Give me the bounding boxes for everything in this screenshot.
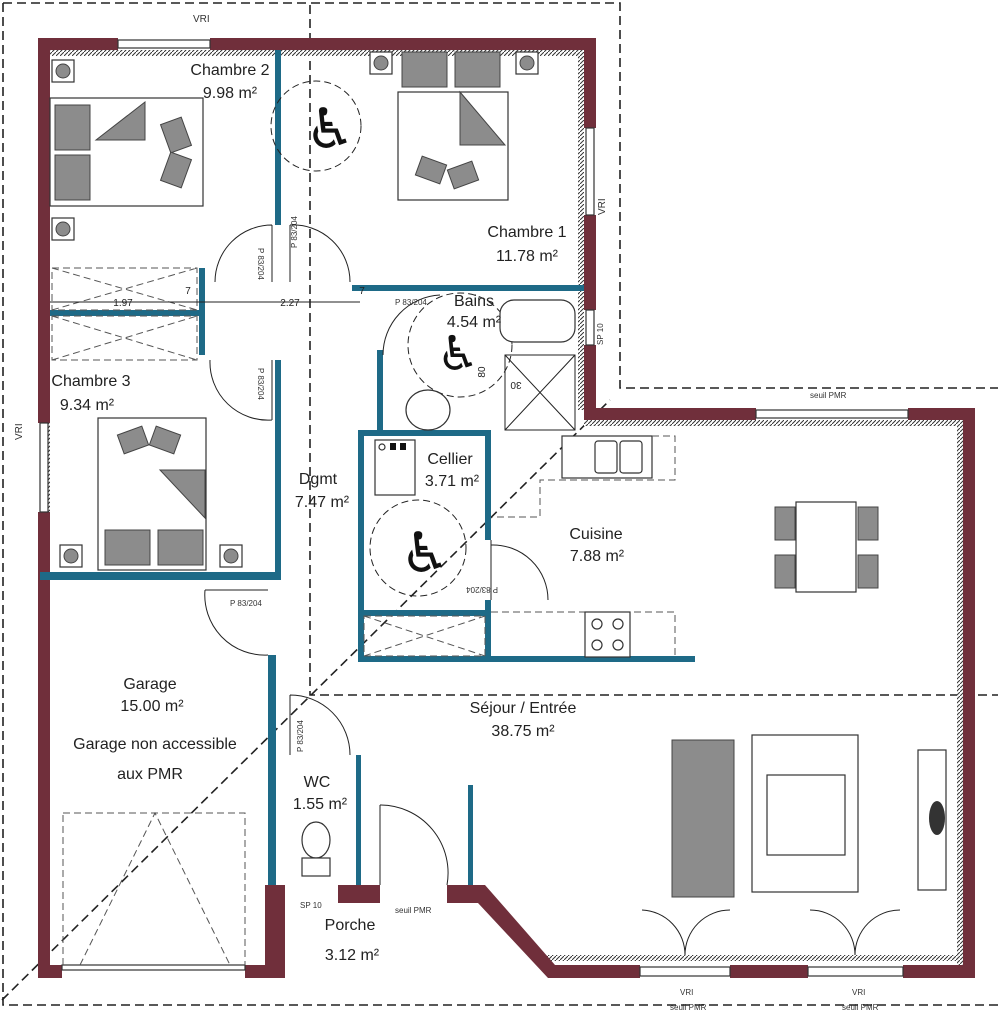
room-area: 3.12 m² — [325, 947, 380, 964]
threshold-label: seuil PMR — [810, 391, 847, 400]
wheelchair-icons: ♿ ♿ ♿ — [305, 97, 480, 586]
door-label: P 83/204 — [466, 585, 498, 594]
room-name: Cellier — [427, 451, 473, 468]
room-area: 4.54 m² — [447, 314, 502, 331]
accessibility-circles — [270, 80, 513, 597]
annotations: VRI VRI VRI VRI VRI seuil PMR seuil PMR … — [14, 14, 879, 1012]
room-area: 15.00 m² — [120, 698, 184, 715]
room-name: Garage — [123, 676, 176, 693]
window-label: VRI — [14, 423, 25, 440]
threshold-label: seuil PMR — [670, 1003, 707, 1012]
room-name: Chambre 2 — [190, 62, 269, 79]
room-name: Porche — [325, 917, 376, 934]
room-name: Bains — [454, 293, 494, 310]
garage-note: Garage non accessible — [73, 736, 237, 753]
room-labels: Chambre 2 9.98 m² Chambre 1 11.78 m² Cha… — [51, 62, 624, 964]
window-label: VRI — [597, 198, 608, 215]
room-area: 38.75 m² — [491, 723, 555, 740]
wheelchair-icon: ♿ — [400, 521, 450, 586]
vent-label: SP 10 — [300, 901, 322, 910]
bed-chambre-2 — [49, 97, 204, 207]
room-area: 1.55 m² — [293, 796, 348, 813]
room-name: Chambre 3 — [51, 373, 130, 390]
dim-hall-width: 2.27 — [280, 298, 300, 309]
dimension-lines: 1.97 2.27 7 7 80 30 — [50, 286, 522, 390]
door-label: P 83/204 — [296, 720, 305, 752]
window-label: VRI — [852, 988, 865, 997]
vent-label: SP 10 — [596, 323, 605, 345]
room-name: Dgmt — [299, 471, 338, 488]
threshold-label: seuil PMR — [842, 1003, 879, 1012]
furniture: ♿ ♿ ♿ — [49, 51, 947, 898]
room-area: 9.34 m² — [60, 397, 115, 414]
room-area: 7.47 m² — [295, 494, 350, 511]
room-name: Chambre 1 — [487, 224, 566, 241]
door-label: P 83/204 — [395, 298, 427, 307]
kitchen-fixtures — [374, 435, 879, 658]
room-name: WC — [304, 774, 331, 791]
wheelchair-icon: ♿ — [436, 326, 479, 382]
room-area: 3.71 m² — [425, 473, 480, 490]
room-area: 11.78 m² — [496, 248, 559, 265]
dim-shower-b: 30 — [510, 379, 522, 390]
wheelchair-icon: ♿ — [305, 97, 355, 162]
lamps — [51, 51, 539, 568]
exterior-walls — [38, 38, 975, 978]
dim-wall-a: 7 — [185, 286, 191, 297]
door-label: P 83/204 — [256, 248, 265, 280]
room-name: Séjour / Entrée — [470, 700, 577, 717]
window-label: VRI — [193, 14, 210, 25]
closets — [51, 267, 486, 966]
dim-closet-width: 1.97 — [113, 298, 133, 309]
interior-walls — [40, 50, 695, 885]
garage-note: aux PMR — [117, 766, 183, 783]
threshold-label: seuil PMR — [395, 906, 432, 915]
bathroom-fixtures — [301, 299, 576, 877]
room-area: 7.88 m² — [570, 548, 625, 565]
bed-chambre-1 — [397, 51, 509, 201]
dim-shower-a: 80 — [477, 366, 488, 378]
room-name: Cuisine — [569, 526, 622, 543]
doors — [204, 224, 901, 956]
living-furniture — [671, 734, 947, 898]
dim-wall-b: 7 — [359, 286, 365, 297]
door-label: P 83/204 — [256, 368, 265, 400]
windows — [39, 39, 909, 977]
room-area: 9.98 m² — [203, 85, 258, 102]
window-label: VRI — [680, 988, 693, 997]
bed-chambre-3 — [97, 417, 207, 571]
door-label: P 83/204 — [230, 599, 262, 608]
door-label: P 83/204 — [290, 216, 299, 248]
